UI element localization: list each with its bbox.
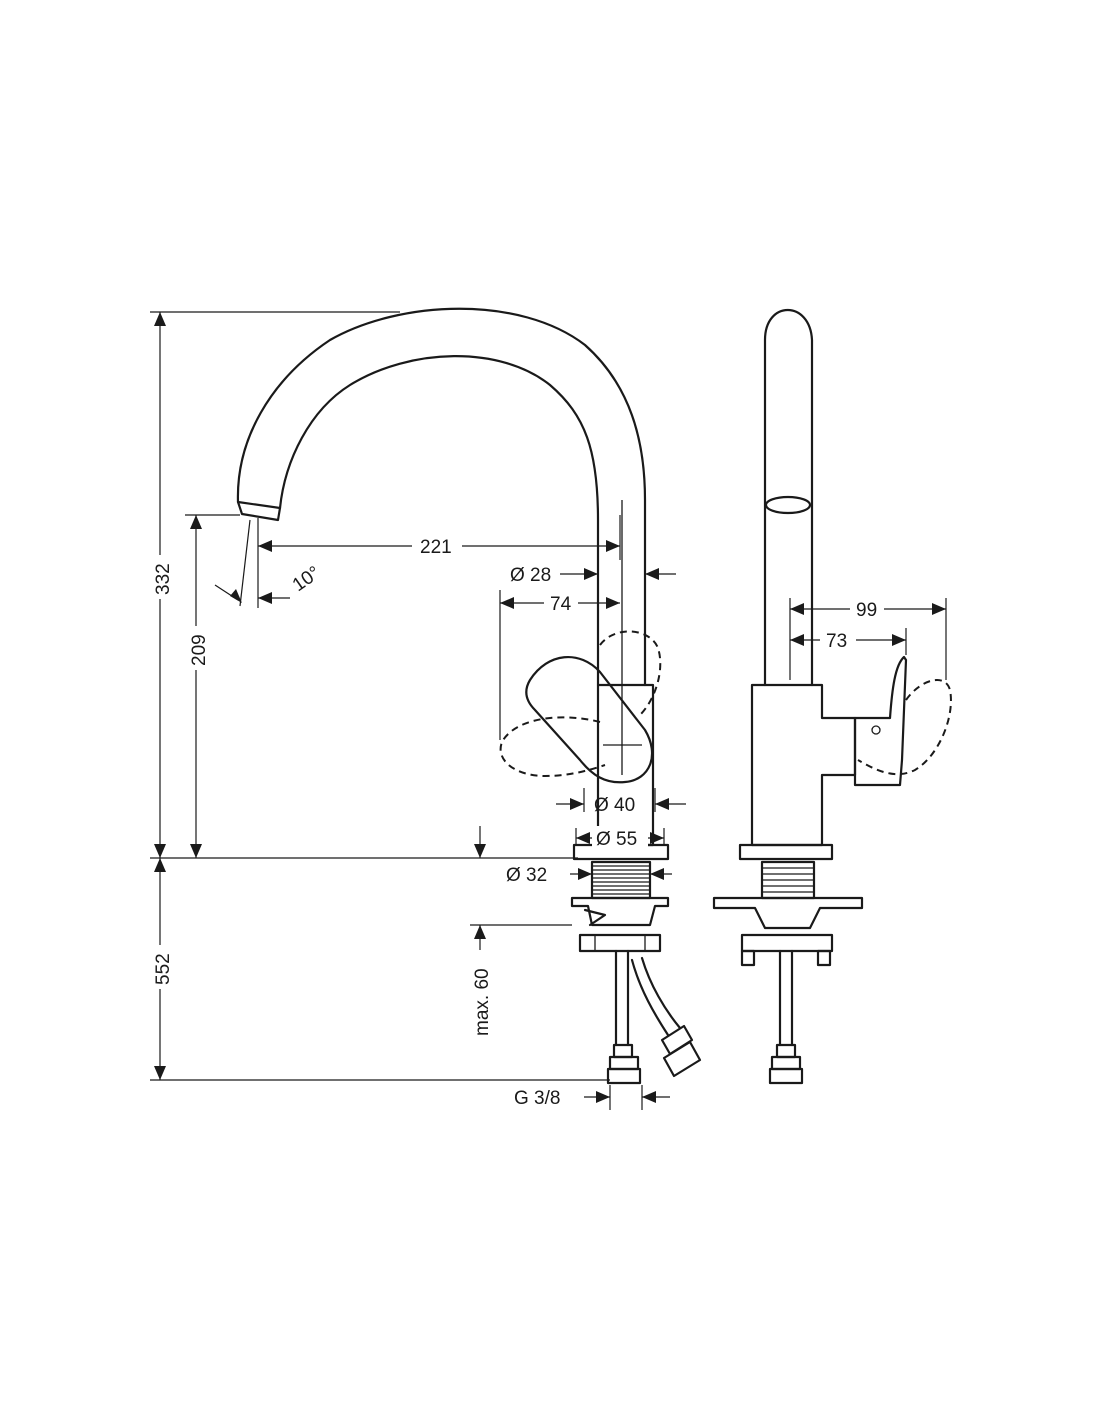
lever-alt-position-left (499, 716, 606, 778)
dim-side-lever-offset: 73 (826, 631, 847, 652)
supply-hoses (606, 949, 702, 1085)
dim-below-deck: 552 (153, 953, 174, 985)
side-lever (853, 655, 908, 787)
dim-total-height: 332 (153, 563, 174, 595)
lever-alt-position-up (599, 630, 662, 716)
side-lever-alt-position (857, 679, 952, 776)
side-nut (740, 933, 834, 953)
spout-outer-contour (236, 307, 647, 687)
mounting-nut (578, 933, 662, 953)
side-body (750, 683, 857, 847)
dim-lever-reach: 74 (550, 594, 572, 615)
threaded-shank (590, 860, 652, 900)
aerator (236, 500, 282, 522)
side-spout (763, 308, 814, 687)
side-view (712, 308, 952, 1085)
side-aerator (764, 495, 812, 515)
dim-max-deck-thickness: max. 60 (472, 968, 493, 1036)
front-view (236, 307, 702, 1085)
mounting-plate (570, 896, 670, 927)
spout-inner-contour (278, 355, 600, 687)
dim-body-diameter: Ø 40 (594, 795, 635, 816)
dim-base-diameter: Ø 55 (596, 829, 637, 850)
lever (525, 656, 654, 784)
dim-spout-angle: 10° (289, 562, 325, 596)
dim-shank-diameter: Ø 32 (506, 865, 547, 886)
dim-spout-diameter: Ø 28 (510, 565, 551, 586)
dim-connection-thread: G 3/8 (514, 1088, 560, 1109)
dim-spout-reach: 221 (420, 537, 452, 558)
dim-spout-height: 209 (189, 634, 210, 666)
side-mounting-plate (712, 896, 864, 930)
side-base-flange (738, 843, 834, 861)
dim-side-lever-reach: 99 (856, 600, 877, 621)
